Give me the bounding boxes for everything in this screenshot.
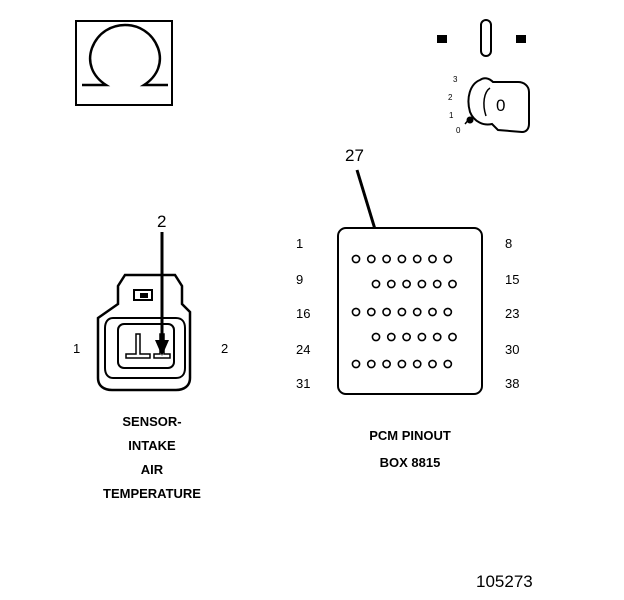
pcm-pin [432, 279, 442, 289]
pcm-pin [386, 332, 396, 342]
sensor-pin-label-left: 1 [73, 341, 81, 356]
ignition-position-label: 3 [453, 75, 458, 84]
figure-id: 105273 [476, 572, 533, 591]
sensor-pin-label-right: 2 [221, 341, 229, 356]
pcm-pin [386, 279, 396, 289]
pcm-pin [382, 254, 391, 264]
pcm-row-right-label: 15 [505, 272, 520, 287]
pcm-row-left-label: 24 [296, 342, 311, 357]
pcm-pin [402, 279, 411, 289]
pcm-pin [432, 332, 442, 342]
pcm-pin-grid [351, 254, 457, 369]
pcm-pin [428, 254, 437, 264]
pcm-pin [366, 359, 376, 369]
pcm-connector [337, 227, 483, 395]
pcm-pin [371, 332, 381, 342]
sensor-callout-label: 2 [157, 212, 167, 231]
pcm-row-right-label: 8 [505, 236, 513, 251]
pcm-pin [412, 307, 422, 317]
pcm-row-left-label: 16 [296, 306, 311, 321]
pcm-pin [402, 332, 411, 342]
pcm-pin [428, 307, 437, 317]
pcm-pin [382, 307, 391, 317]
pcm-pin [428, 359, 437, 369]
sensor-connector [96, 273, 192, 392]
ignition-key-label: 0 [496, 96, 506, 115]
pcm-pin [397, 254, 407, 264]
pcm-pin [397, 307, 407, 317]
pcm-pin [443, 359, 453, 369]
sensor-caption-line: INTAKE [128, 438, 176, 453]
ohmmeter-symbol: Ω [75, 20, 173, 106]
pcm-pin [351, 307, 361, 317]
pcm-pin [366, 307, 376, 317]
sensor-caption-line: TEMPERATURE [103, 486, 201, 501]
pcm-pin [448, 279, 457, 289]
pcm-pin [397, 359, 407, 369]
pcm-pin [417, 332, 427, 342]
pcm-pin [412, 254, 422, 264]
pcm-pin [417, 279, 427, 289]
pcm-row-left-label: 31 [296, 376, 311, 391]
sensor-caption-line: AIR [140, 462, 164, 477]
ignition-position-label: 0 [456, 126, 461, 135]
ignition-position-label: 2 [448, 93, 453, 102]
pcm-pin [366, 254, 376, 264]
pcm-row-right-label: 30 [505, 342, 520, 357]
pcm-row-right-label: 23 [505, 306, 520, 321]
ignition-position-label: 1 [449, 111, 454, 120]
pcm-pin [448, 332, 457, 342]
pcm-pin [412, 359, 422, 369]
sensor-callout-arrow [155, 232, 169, 356]
pcm-callout-label: 27 [345, 146, 364, 165]
pcm-pin [371, 279, 381, 289]
pcm-caption-line: PCM PINOUT [369, 428, 451, 443]
pcm-pin [443, 307, 453, 317]
pcm-row-left-label: 1 [296, 236, 304, 251]
pcm-caption-line: BOX 8815 [379, 455, 441, 470]
pcm-row-right-label: 38 [505, 376, 520, 391]
pcm-pin [443, 254, 453, 264]
pcm-pin [351, 359, 361, 369]
sensor-caption-line: SENSOR- [122, 414, 182, 429]
ignition-key-icon [437, 19, 530, 134]
pcm-pin [382, 359, 391, 369]
pcm-row-left-label: 9 [296, 272, 304, 287]
pcm-pin [351, 254, 361, 264]
